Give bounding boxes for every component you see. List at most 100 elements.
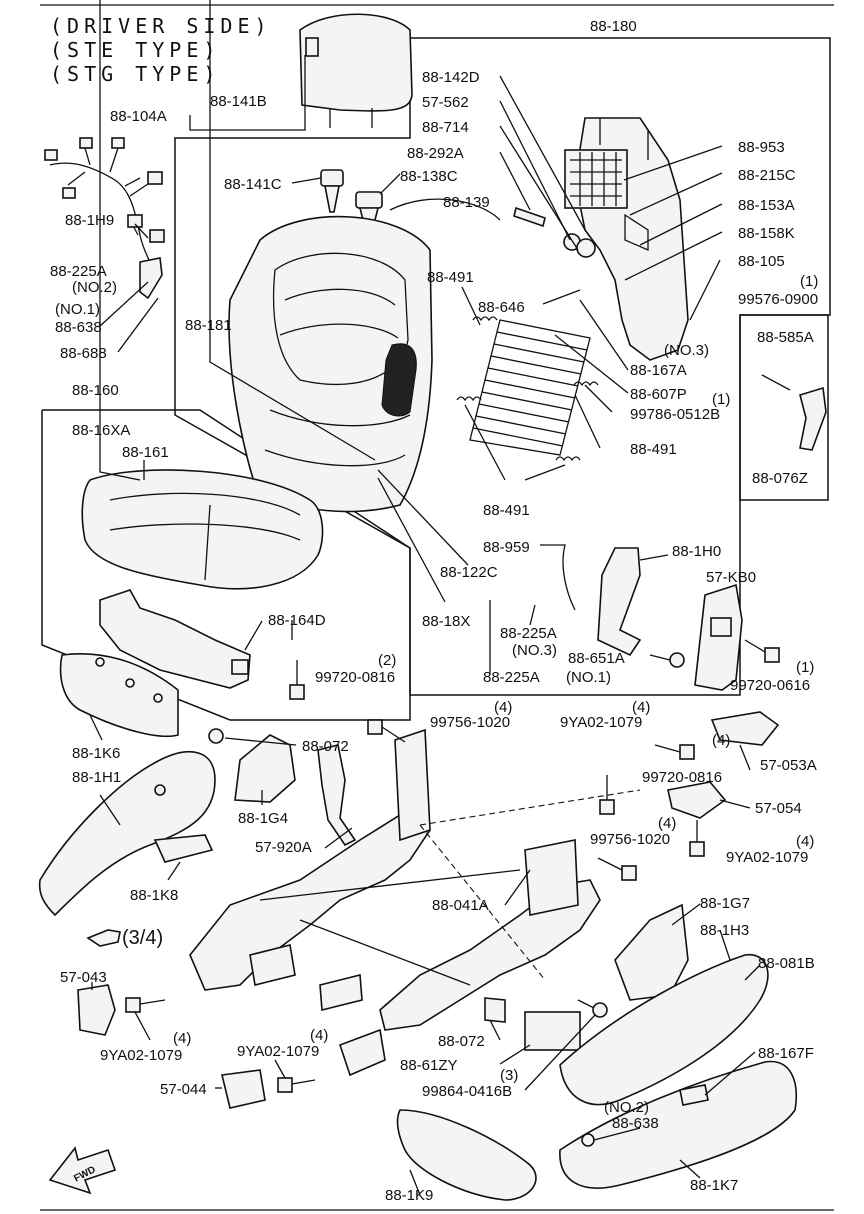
label-88-072-b: 88-072 bbox=[438, 1033, 485, 1050]
label-57-053a: 57-053A bbox=[760, 757, 817, 774]
label-88-164d: 88-164D bbox=[268, 612, 326, 629]
seat-adjuster-frame bbox=[189, 728, 641, 1077]
front-cushion-trim bbox=[59, 652, 179, 738]
label-88-638-no2-note: (NO.2) bbox=[604, 1099, 649, 1116]
rear-cover-right bbox=[221, 1069, 266, 1109]
label-88-225a-no2-note: (NO.2) bbox=[72, 279, 117, 296]
bolt-9ya02-d bbox=[277, 1077, 316, 1093]
label-9ya02-b-qty: (4) bbox=[796, 833, 814, 850]
label-88-180: 88-180 bbox=[590, 18, 637, 35]
side-shield-inner-cover bbox=[153, 834, 214, 863]
bolt-99720-0816-b bbox=[599, 775, 615, 815]
label-88-225a-no1: 88-225A bbox=[483, 669, 540, 686]
label-88-1k9: 88-1K9 bbox=[385, 1187, 433, 1204]
inner-side-shield bbox=[614, 903, 689, 1001]
label-88-688: 88-688 bbox=[60, 345, 107, 362]
label-88-1k8: 88-1K8 bbox=[130, 887, 178, 904]
label-57-044: 57-044 bbox=[160, 1081, 207, 1098]
label-88-1h1: 88-1H1 bbox=[72, 769, 121, 786]
label-99786-qty: (1) bbox=[712, 391, 730, 408]
label-88-160: 88-160 bbox=[72, 382, 119, 399]
label-88-1h0: 88-1H0 bbox=[672, 543, 721, 560]
adjuster-motor bbox=[524, 1011, 581, 1051]
clip-88-072-a bbox=[208, 728, 224, 744]
label-88-225a-no2: 88-225A bbox=[50, 263, 107, 280]
lever-grip-box bbox=[739, 314, 829, 501]
spring-upper bbox=[472, 316, 498, 322]
label-99756-1020-b: 99756-1020 bbox=[590, 831, 670, 848]
label-99756-1020-a: 99756-1020 bbox=[430, 714, 510, 731]
label-88-646: 88-646 bbox=[478, 299, 525, 316]
label-88-1g7: 88-1G7 bbox=[700, 895, 750, 912]
label-88-959: 88-959 bbox=[483, 539, 530, 556]
label-88-138c: 88-138C bbox=[400, 168, 458, 185]
label-88-081b: 88-081B bbox=[758, 955, 815, 972]
leader-lines bbox=[89, 0, 791, 1196]
label-88-072-a: 88-072 bbox=[302, 738, 349, 755]
bolt-88-651a bbox=[649, 652, 685, 668]
label-88-142d: 88-142D bbox=[422, 69, 480, 86]
label-88-161: 88-161 bbox=[122, 444, 169, 461]
header-ste-type: (STE TYPE) bbox=[50, 38, 221, 62]
label-57-kb0: 57-KB0 bbox=[706, 569, 756, 586]
seatback-trim bbox=[228, 215, 433, 513]
cushion-pan bbox=[99, 589, 251, 689]
spring-side bbox=[573, 381, 599, 387]
label-99720-0616: 99720-0616 bbox=[730, 677, 810, 694]
label-99720-0816-a: 99720-0816 bbox=[315, 669, 395, 686]
label-99864-0416b: 99864-0416B bbox=[422, 1083, 512, 1100]
cushion-assembly-box bbox=[41, 409, 411, 721]
label-88-292a: 88-292A bbox=[407, 145, 464, 162]
label-88-167a: 88-167A bbox=[630, 362, 687, 379]
label-88-638-no1: 88-638 bbox=[55, 319, 102, 336]
recliner-cover bbox=[234, 734, 296, 803]
label-9ya02-a-qty: (4) bbox=[632, 699, 650, 716]
label-88-585a: 88-585A bbox=[757, 329, 814, 346]
label-88-122c: 88-122C bbox=[440, 564, 498, 581]
bolt-99720-0616 bbox=[744, 639, 780, 663]
label-88-225a-no3: 88-225A bbox=[500, 625, 557, 642]
label-88-607p: 88-607P bbox=[630, 386, 687, 403]
label-88-141c: 88-141C bbox=[224, 176, 282, 193]
outer-rail-cover bbox=[559, 954, 769, 1106]
label-88-953: 88-953 bbox=[738, 139, 785, 156]
label-9ya02-1079-a: 9YA02-1079 bbox=[560, 714, 642, 731]
label-88-141b: 88-141B bbox=[210, 93, 267, 110]
label-88-215c: 88-215C bbox=[738, 167, 796, 184]
side-airbag-cover bbox=[694, 583, 743, 691]
bolt-9ya02-a bbox=[654, 744, 695, 760]
label-57-053a-qty: (4) bbox=[712, 732, 730, 749]
rear-cover-left bbox=[77, 984, 116, 1036]
spring-middle bbox=[456, 396, 482, 402]
outer-side-shield bbox=[38, 751, 216, 917]
bolt-9ya02-c bbox=[125, 997, 166, 1013]
label-99864-qty: (3) bbox=[500, 1067, 518, 1084]
wire-harness bbox=[44, 137, 165, 300]
inner-rail-cover bbox=[559, 1060, 797, 1189]
bolt-9ya02-b bbox=[689, 820, 705, 857]
label-9ya02-c-qty: (4) bbox=[173, 1030, 191, 1047]
bolt-99756-1020-a bbox=[367, 719, 406, 743]
belt-buckle bbox=[317, 744, 357, 847]
bolt-99756-1020-b bbox=[597, 857, 637, 881]
bolt-99720-0816-a bbox=[289, 660, 305, 700]
label-88-158k: 88-158K bbox=[738, 225, 795, 242]
label-99756-b-qty: (4) bbox=[658, 815, 676, 832]
label-99786-0512b: 99786-0512B bbox=[630, 406, 720, 423]
label-88-491-a: 88-491 bbox=[427, 269, 474, 286]
label-88-18x: 88-18X bbox=[422, 613, 470, 630]
seat-cushion bbox=[81, 469, 324, 590]
label-88-225a-no3-note: (NO.3) bbox=[512, 642, 557, 659]
headrest-guide-left bbox=[320, 169, 344, 213]
label-88-16xa: 88-16XA bbox=[72, 422, 130, 439]
label-88-638-no1-note: (NO.1) bbox=[55, 301, 100, 318]
label-99756-a-qty: (4) bbox=[494, 699, 512, 716]
label-88-1k6: 88-1K6 bbox=[72, 745, 120, 762]
label-88-105: 88-105 bbox=[738, 253, 785, 270]
label-88-041a: 88-041A bbox=[432, 897, 489, 914]
label-9ya02-1079-b: 9YA02-1079 bbox=[726, 849, 808, 866]
headrest bbox=[299, 13, 413, 128]
label-99576-0900: 99576-0900 bbox=[738, 291, 818, 308]
label-57-043: 57-043 bbox=[60, 969, 107, 986]
